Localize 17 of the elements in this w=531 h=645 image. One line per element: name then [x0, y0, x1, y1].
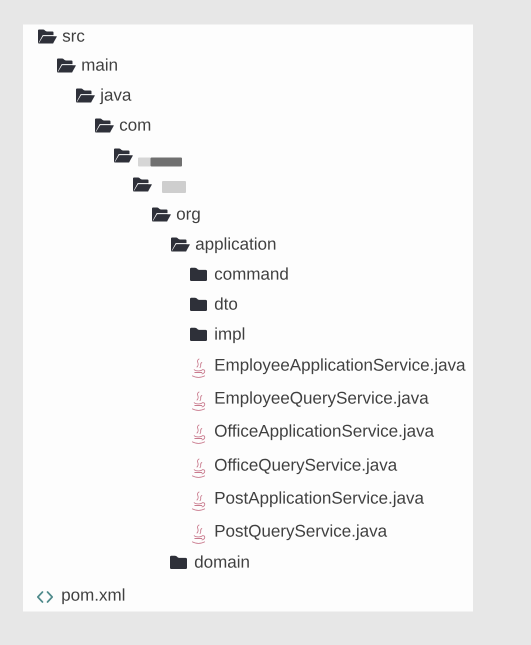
- file-name: PostApplicationService.java: [216, 491, 424, 508]
- file-name: EmployeeQueryService.java: [216, 391, 429, 408]
- folder-name: org: [176, 210, 200, 224]
- folder-name: com: [120, 122, 150, 131]
- file-name: EmployeeApplicationService.java: [216, 358, 466, 374]
- folder-name: impl: [215, 327, 244, 344]
- folder-name: command: [214, 267, 288, 280]
- folder-name: application: [196, 237, 276, 254]
- file-name: OfficeQueryService.java: [215, 458, 398, 474]
- folder-name: dto: [214, 297, 238, 310]
- folder-name: java: [100, 88, 132, 104]
- folder-name: domain: [194, 555, 249, 568]
- folder-name: main: [82, 58, 117, 71]
- folder-name: src: [62, 32, 84, 42]
- file-name: PostQueryService.java: [216, 524, 388, 540]
- file-name: OfficeApplicationService.java: [215, 424, 434, 440]
- file-name: pom.xml: [62, 588, 124, 604]
